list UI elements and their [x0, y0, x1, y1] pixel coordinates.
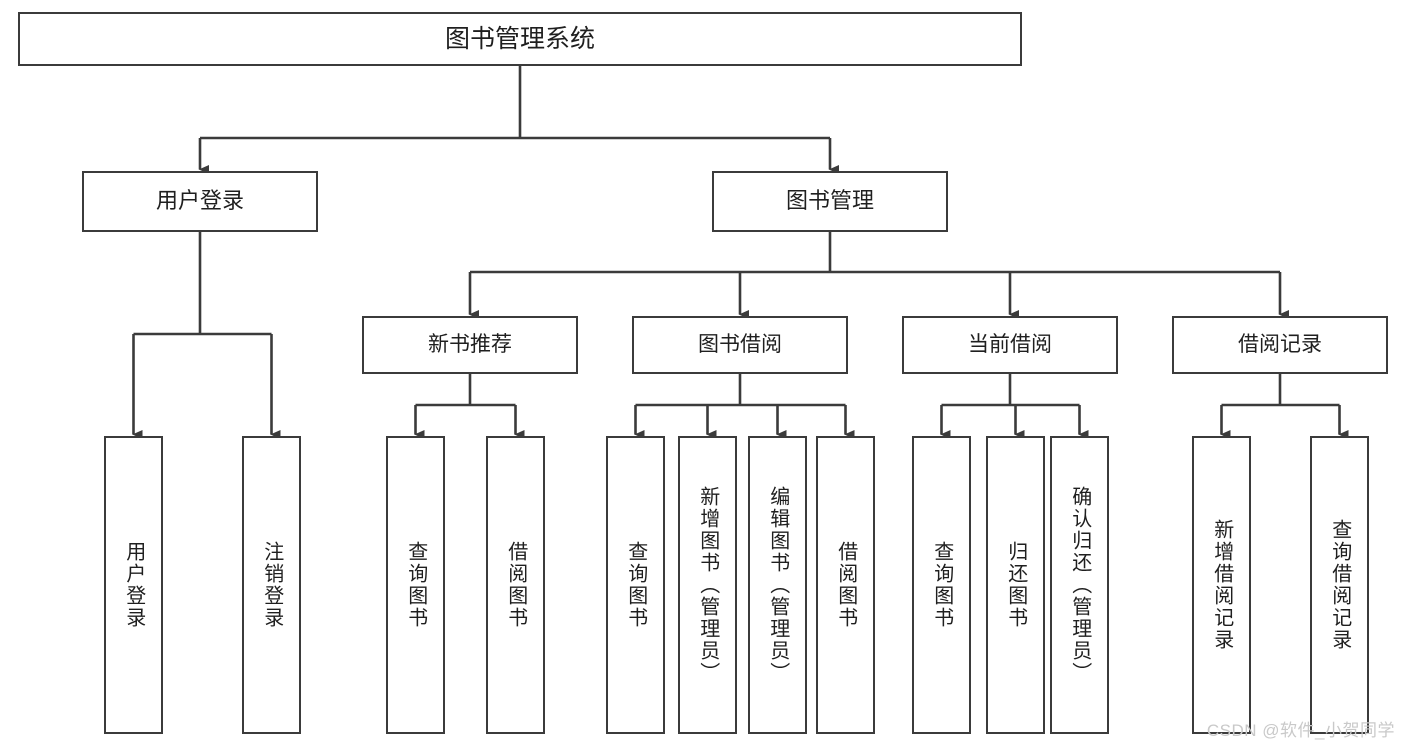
node-records[interactable]: 借阅记录: [1172, 316, 1388, 374]
node-l-nb-query[interactable]: 查询图书: [386, 436, 445, 734]
node-l-bo-query[interactable]: 查询图书: [606, 436, 665, 734]
node-label: 新书推荐: [428, 333, 512, 357]
node-label: 归还图书: [1004, 541, 1027, 629]
node-l-cu-confirm[interactable]: 确认归还（管理员）: [1050, 436, 1109, 734]
node-borrow[interactable]: 图书借阅: [632, 316, 848, 374]
node-label: 新增图书（管理员）: [696, 486, 719, 684]
node-l-bo-borrow[interactable]: 借阅图书: [816, 436, 875, 734]
node-label: 查询图书: [930, 541, 953, 629]
node-bookmgmt[interactable]: 图书管理: [712, 171, 948, 232]
node-label: 图书管理系统: [444, 25, 595, 53]
node-label: 借阅图书: [504, 541, 527, 629]
node-l-cu-return[interactable]: 归还图书: [986, 436, 1045, 734]
node-newbook[interactable]: 新书推荐: [362, 316, 578, 374]
watermark-text: CSDN @软件_小贺同学: [1206, 721, 1395, 740]
node-label: 查询图书: [624, 541, 647, 629]
node-label: 图书借阅: [698, 333, 782, 357]
node-label: 新增借阅记录: [1210, 519, 1233, 651]
node-l-re-query[interactable]: 查询借阅记录: [1310, 436, 1369, 734]
node-label: 确认归还（管理员）: [1068, 486, 1091, 684]
node-label: 图书管理: [785, 188, 874, 214]
node-root[interactable]: 图书管理系统: [18, 12, 1022, 66]
node-label: 用户登录: [122, 541, 145, 629]
node-label: 查询借阅记录: [1328, 519, 1351, 651]
node-l-logout[interactable]: 注销登录: [242, 436, 301, 734]
node-l-nb-borrow[interactable]: 借阅图书: [486, 436, 545, 734]
node-label: 借阅记录: [1238, 333, 1322, 357]
node-label: 借阅图书: [834, 541, 857, 629]
node-l-login[interactable]: 用户登录: [104, 436, 163, 734]
node-label: 编辑图书（管理员）: [766, 486, 789, 684]
node-label: 当前借阅: [968, 333, 1052, 357]
node-label: 注销登录: [260, 541, 283, 629]
node-label: 用户登录: [155, 188, 244, 214]
node-l-cu-query[interactable]: 查询图书: [912, 436, 971, 734]
node-l-bo-edit[interactable]: 编辑图书（管理员）: [748, 436, 807, 734]
node-label: 查询图书: [404, 541, 427, 629]
node-l-re-add[interactable]: 新增借阅记录: [1192, 436, 1251, 734]
node-current[interactable]: 当前借阅: [902, 316, 1118, 374]
node-login[interactable]: 用户登录: [82, 171, 318, 232]
node-l-bo-add[interactable]: 新增图书（管理员）: [678, 436, 737, 734]
